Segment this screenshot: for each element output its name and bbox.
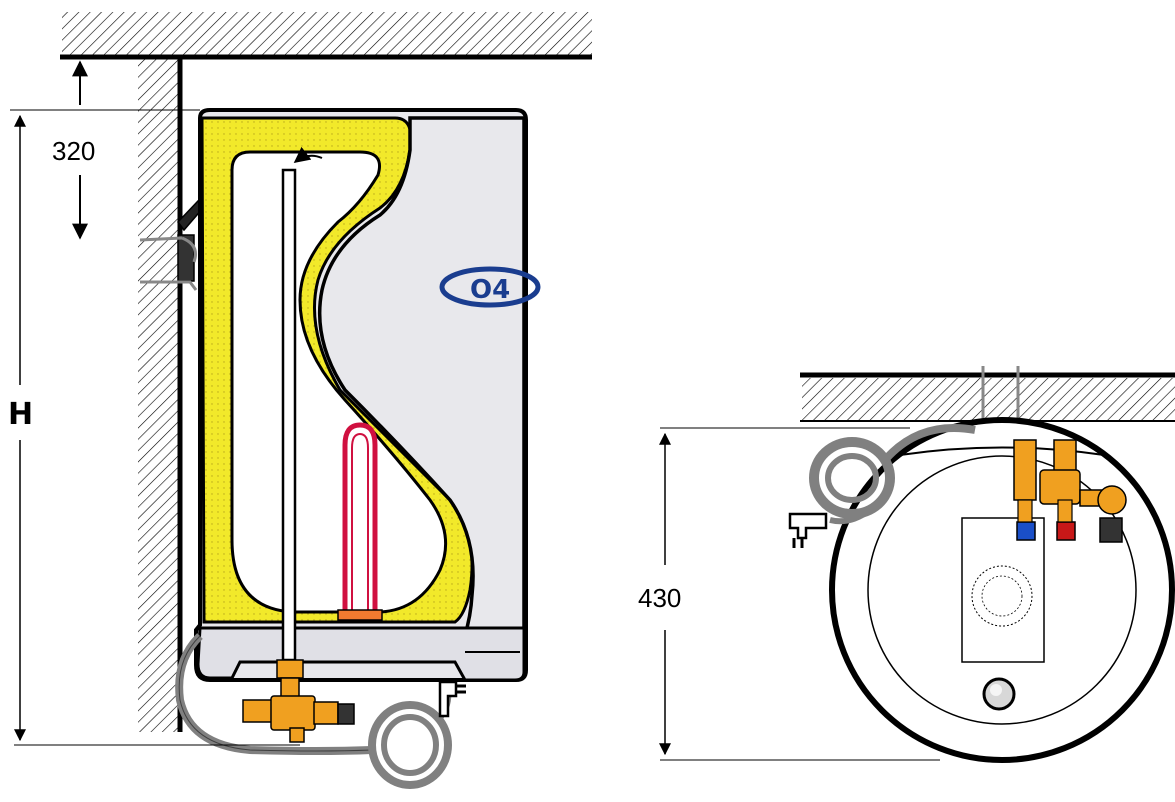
wall-top	[800, 372, 1175, 422]
dimension-h: H	[8, 114, 300, 746]
front-cover	[317, 116, 526, 662]
power-cable	[175, 633, 452, 789]
control-panel	[961, 517, 1045, 663]
ceiling-side	[60, 12, 592, 60]
mounting-bolts	[981, 366, 1020, 428]
plug-top-icon	[788, 512, 828, 548]
hot-water-cap	[1056, 521, 1076, 541]
tank-base	[196, 626, 526, 682]
brand-mark: O4	[470, 275, 510, 305]
heating-element	[337, 422, 383, 621]
dimension-h-label: H	[8, 397, 33, 432]
tank-side	[194, 108, 528, 682]
brand-logo: O4	[439, 266, 541, 308]
cold-water-cap	[1016, 521, 1036, 541]
dimension-320: 320	[10, 60, 200, 240]
valve-assembly-top	[1013, 439, 1127, 543]
plug-icon	[438, 680, 466, 718]
dimension-430-label: 430	[638, 583, 681, 613]
power-cable-top	[809, 424, 976, 525]
dimension-430: 430	[638, 427, 940, 761]
thermostat-knob	[982, 677, 1016, 711]
dimension-320-label: 320	[52, 136, 95, 166]
safety-valve	[242, 659, 355, 743]
side-view: O4	[8, 12, 592, 789]
top-view: 430	[638, 366, 1175, 763]
wall-side	[138, 57, 183, 732]
